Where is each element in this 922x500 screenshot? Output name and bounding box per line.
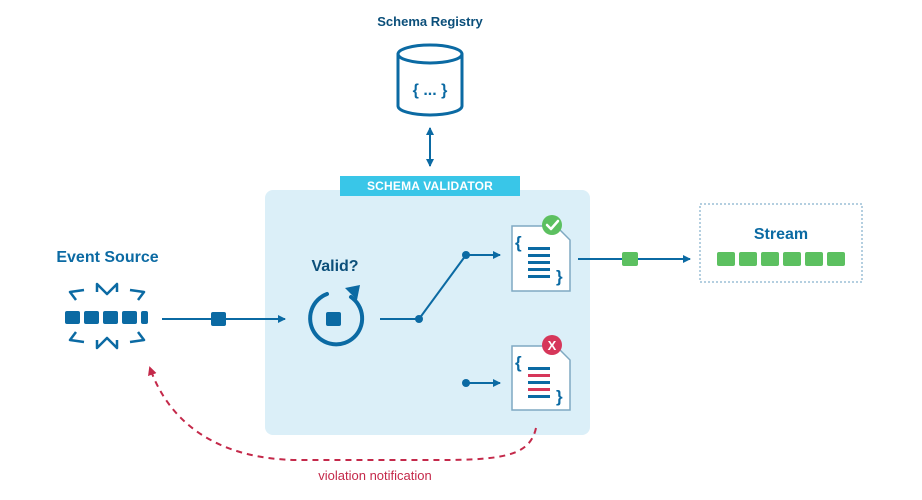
valid-question-label: Valid? [311, 258, 359, 275]
switch-invalid-contact [462, 379, 470, 387]
schema-registry-title: Schema Registry [377, 14, 483, 29]
x-icon: X [542, 335, 562, 355]
violation-notification-label: violation notification [318, 468, 432, 483]
stream-blocks [717, 252, 845, 266]
svg-text:}: } [556, 267, 563, 286]
document-invalid-icon: { } [511, 345, 571, 411]
router-switch [380, 251, 501, 387]
message-block [211, 312, 226, 326]
x-icon-text: X [548, 338, 557, 353]
check-icon [542, 215, 562, 235]
database-glyph: { ... } [413, 82, 448, 99]
event-source-icon [68, 282, 146, 350]
svg-text:{: { [515, 353, 522, 372]
database-icon: { ... } [396, 43, 464, 117]
validation-spinner-icon [308, 285, 365, 347]
switch-valid-contact [462, 251, 470, 259]
switch-pivot [415, 315, 423, 323]
svg-text:}: } [556, 387, 563, 406]
event-source-blocks [65, 311, 148, 324]
stream-box [699, 203, 863, 283]
svg-text:{: { [515, 233, 522, 252]
schema-validator-label: SCHEMA VALIDATOR [340, 176, 520, 196]
document-valid-icon: { } [511, 225, 571, 292]
valid-message-block [622, 252, 638, 266]
stream-title: Stream [753, 226, 809, 243]
violation-notification-arrow [148, 366, 537, 461]
schema-validator-panel [265, 190, 590, 435]
event-source-title: Event Source [56, 249, 159, 266]
